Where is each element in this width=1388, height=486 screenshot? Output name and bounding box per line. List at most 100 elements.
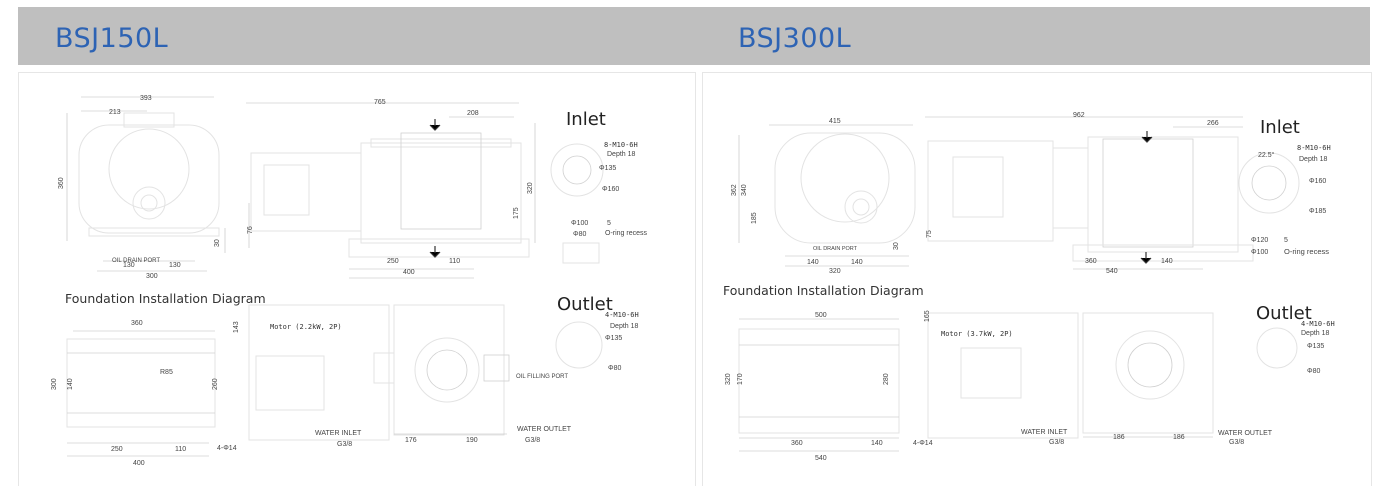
r-oil-drain-label: OIL DRAIN PORT — [813, 246, 858, 252]
side-view — [246, 102, 536, 279]
r-dim-266: 266 — [1207, 120, 1219, 127]
r-foundation-title: Foundation Installation Diagram — [723, 283, 924, 298]
r-outlet-phi135: Φ135 — [1307, 343, 1324, 350]
foundation-view-right — [738, 312, 1214, 452]
mdim-190: 190 — [466, 437, 478, 444]
foundation-view — [66, 304, 510, 457]
dim-765: 765 — [374, 99, 386, 106]
fdim-250: 250 — [111, 446, 123, 453]
r-fdim-280: 280 — [883, 373, 890, 385]
foundation-title: Foundation Installation Diagram — [65, 291, 266, 306]
dim-250: 250 — [387, 258, 399, 265]
dim-213: 213 — [109, 109, 121, 116]
drawing-left: 393 213 360 OIL DRAIN PORT 130 130 300 3… — [51, 95, 648, 467]
dim-175: 175 — [513, 207, 520, 219]
model-title-left: BSJ150L — [55, 23, 169, 54]
r-inlet-depth: Depth 18 — [1299, 156, 1328, 163]
r-outlet-phi80: Φ80 — [1307, 368, 1320, 375]
inlet-thread: 8-M10-6H — [604, 141, 638, 149]
r-fdim-320: 320 — [725, 373, 732, 385]
dim-30: 30 — [214, 239, 221, 247]
r-dim-75: 75 — [926, 230, 933, 238]
dim-208: 208 — [467, 110, 479, 117]
oil-filling-port: OIL FILLING PORT — [516, 374, 568, 380]
dim-110: 110 — [449, 258, 460, 265]
r-fdim-360: 360 — [791, 440, 803, 447]
r-recess-phi100: Φ100 — [1251, 249, 1268, 256]
drawing-right: 415 362 340 185 OIL DRAIN PORT 140 140 3… — [723, 112, 1335, 462]
water-outlet-label: WATER OUTLET — [517, 426, 572, 433]
inlet-flange-icon — [550, 143, 604, 197]
inlet-phi135: Φ135 — [599, 165, 616, 172]
r-fdim-holes: 4-Φ14 — [913, 440, 933, 447]
fdim-holes: 4-Φ14 — [217, 445, 237, 452]
fdim-260: 260 — [212, 378, 219, 390]
outlet-arrow-icon — [429, 246, 441, 258]
r-motor-dim-165: 165 — [924, 310, 931, 322]
water-inlet-label: WATER INLET — [315, 430, 362, 437]
r-dim-30: 30 — [893, 242, 900, 250]
r-dim-140: 140 — [1161, 258, 1173, 265]
recess-phi80: Φ80 — [573, 231, 586, 238]
front-view — [66, 96, 226, 272]
r-mdim-186a: 186 — [1113, 434, 1125, 441]
inlet-phi160: Φ160 — [602, 186, 619, 193]
inlet-arrow-icon — [429, 119, 441, 131]
mdim-176: 176 — [405, 437, 417, 444]
r-dim-340: 340 — [741, 184, 748, 196]
front-view-right — [738, 124, 916, 267]
r-inlet-thread: 8-M10-6H — [1297, 144, 1331, 152]
motor-dim-143: 143 — [233, 321, 240, 333]
motor-label: Motor (2.2kW, 2P) — [270, 323, 342, 331]
r-outlet-flange-icon — [1256, 327, 1298, 369]
fdim-110: 110 — [175, 446, 186, 453]
dim-400: 400 — [403, 269, 415, 276]
oil-drain-label: OIL DRAIN PORT — [112, 258, 160, 264]
fdim-360: 360 — [131, 320, 143, 327]
r-dim-185: 185 — [751, 212, 758, 224]
r-dim-415: 415 — [829, 118, 841, 125]
r-dim-362: 362 — [731, 184, 738, 196]
inlet-depth: Depth 18 — [607, 151, 636, 158]
outlet-phi80: Φ80 — [608, 365, 621, 372]
r-motor-label: Motor (3.7kW, 2P) — [941, 330, 1013, 338]
r-mdim-186b: 186 — [1173, 434, 1185, 441]
fdim-400: 400 — [133, 460, 145, 467]
model-title-right: BSJ300L — [738, 23, 852, 54]
dim-393: 393 — [140, 95, 152, 102]
fdim-140: 140 — [67, 378, 74, 390]
r-dim-320: 320 — [829, 268, 841, 275]
r-dim-140a: 140 — [807, 259, 819, 266]
r-dim-540: 540 — [1106, 268, 1118, 275]
r-fdim-500: 500 — [815, 312, 827, 319]
r-outlet-depth: Depth 18 — [1301, 330, 1330, 337]
r-inlet-phi185: Φ185 — [1309, 208, 1326, 215]
fdim-r85: R85 — [160, 369, 173, 376]
recess-5: 5 — [607, 220, 611, 227]
dim-130a: 130 — [123, 262, 135, 269]
r-water-outlet-g38: G3/8 — [1229, 439, 1244, 446]
r-fdim-170: 170 — [737, 373, 744, 385]
drawing-panel-left: 393 213 360 OIL DRAIN PORT 130 130 300 3… — [18, 72, 696, 486]
outlet-depth: Depth 18 — [610, 323, 639, 330]
r-inlet-flange-icon — [1238, 152, 1300, 214]
r-outlet-arrow-icon — [1140, 252, 1152, 264]
r-recess-5: 5 — [1284, 237, 1288, 244]
outlet-thread: 4-M10-6H — [605, 311, 639, 319]
r-inlet-title: Inlet — [1260, 117, 1300, 138]
outlet-flange-icon — [555, 321, 603, 369]
r-dim-140b: 140 — [851, 259, 863, 266]
r-dim-962: 962 — [1073, 112, 1085, 119]
r-water-inlet-label: WATER INLET — [1021, 429, 1068, 436]
r-oring-recess: O-ring recess — [1284, 247, 1329, 256]
r-fdim-540: 540 — [815, 455, 827, 462]
inlet-title: Inlet — [566, 109, 606, 130]
fdim-300: 300 — [51, 378, 58, 390]
recess-phi100: Φ100 — [571, 220, 588, 227]
dim-360: 360 — [58, 177, 65, 189]
outlet-title: Outlet — [557, 294, 613, 315]
side-view-right — [925, 116, 1254, 270]
r-outlet-thread: 4-M10-6H — [1301, 320, 1335, 328]
r-fdim-140: 140 — [871, 440, 883, 447]
r-water-outlet-label: WATER OUTLET — [1218, 430, 1273, 437]
